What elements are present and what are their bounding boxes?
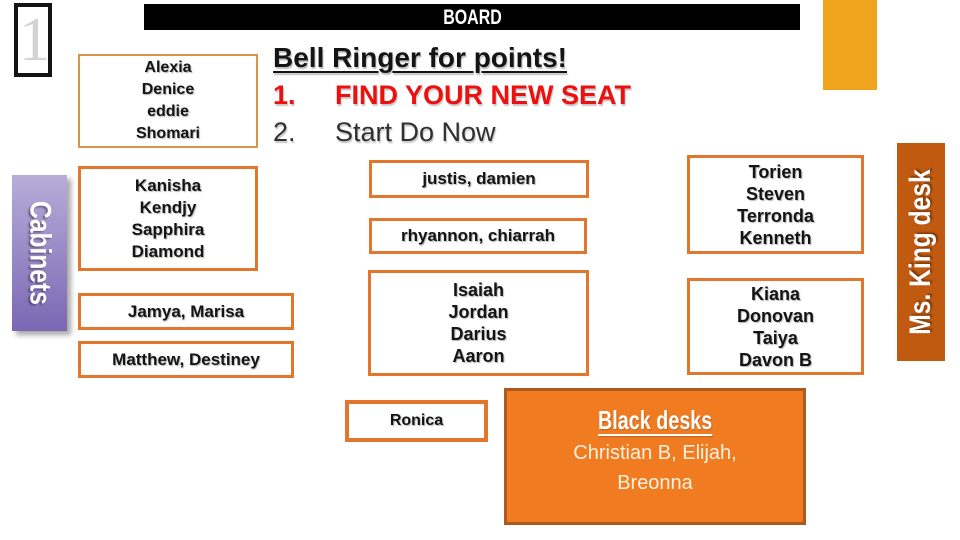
black-desks-title: Black desks <box>597 405 713 435</box>
teacher-desk-label: Ms. King desk <box>904 169 937 335</box>
instruction-1-number: 1. <box>273 80 296 110</box>
seat-box-matthew-destiney: Matthew, Destiney <box>78 341 294 378</box>
instruction-2-text: Start Do Now <box>335 117 496 147</box>
seat-box-kiana-group: Kiana Donovan Taiya Davon B <box>687 278 864 375</box>
teacher-desk-bar: Ms. King desk <box>897 143 945 361</box>
seat-box-kanisha-group: Kanisha Kendjy Sapphira Diamond <box>78 166 258 271</box>
door-icon: 1 <box>14 3 52 77</box>
seat-box-justis-damien: justis, damien <box>369 160 589 198</box>
door-digit: 1 <box>19 6 50 74</box>
instruction-item-1: 1. FIND YOUR NEW SEAT <box>273 80 631 111</box>
cabinets-label: Cabinets <box>23 201 57 305</box>
instruction-1-text: FIND YOUR NEW SEAT <box>335 80 632 110</box>
instruction-item-2: 2. Start Do Now <box>273 117 631 148</box>
instruction-2-number: 2. <box>273 117 296 147</box>
board-bar: BOARD <box>144 4 800 30</box>
black-desks-box: Black desks Christian B, Elijah, Breonna <box>504 388 806 525</box>
amber-accent-square <box>823 0 877 90</box>
cabinets-bar: Cabinets <box>12 175 67 331</box>
seat-box-ronica: Ronica <box>345 400 488 442</box>
seat-box-torien-group: Torien Steven Terronda Kenneth <box>687 155 864 254</box>
seat-box-alexia-group: Alexia Denice eddie Shomari <box>78 54 258 148</box>
board-label: BOARD <box>442 5 502 29</box>
seat-box-isaiah-group: Isaiah Jordan Darius Aaron <box>368 270 589 376</box>
bell-ringer-block: Bell Ringer for points! 1. FIND YOUR NEW… <box>273 42 631 148</box>
black-desks-names: Christian B, Elijah, Breonna <box>573 442 737 494</box>
seat-box-rhyannon-chiarrah: rhyannon, chiarrah <box>369 218 587 254</box>
seat-box-jamya-marisa: Jamya, Marisa <box>78 293 294 330</box>
bell-ringer-heading: Bell Ringer for points! <box>273 42 567 73</box>
